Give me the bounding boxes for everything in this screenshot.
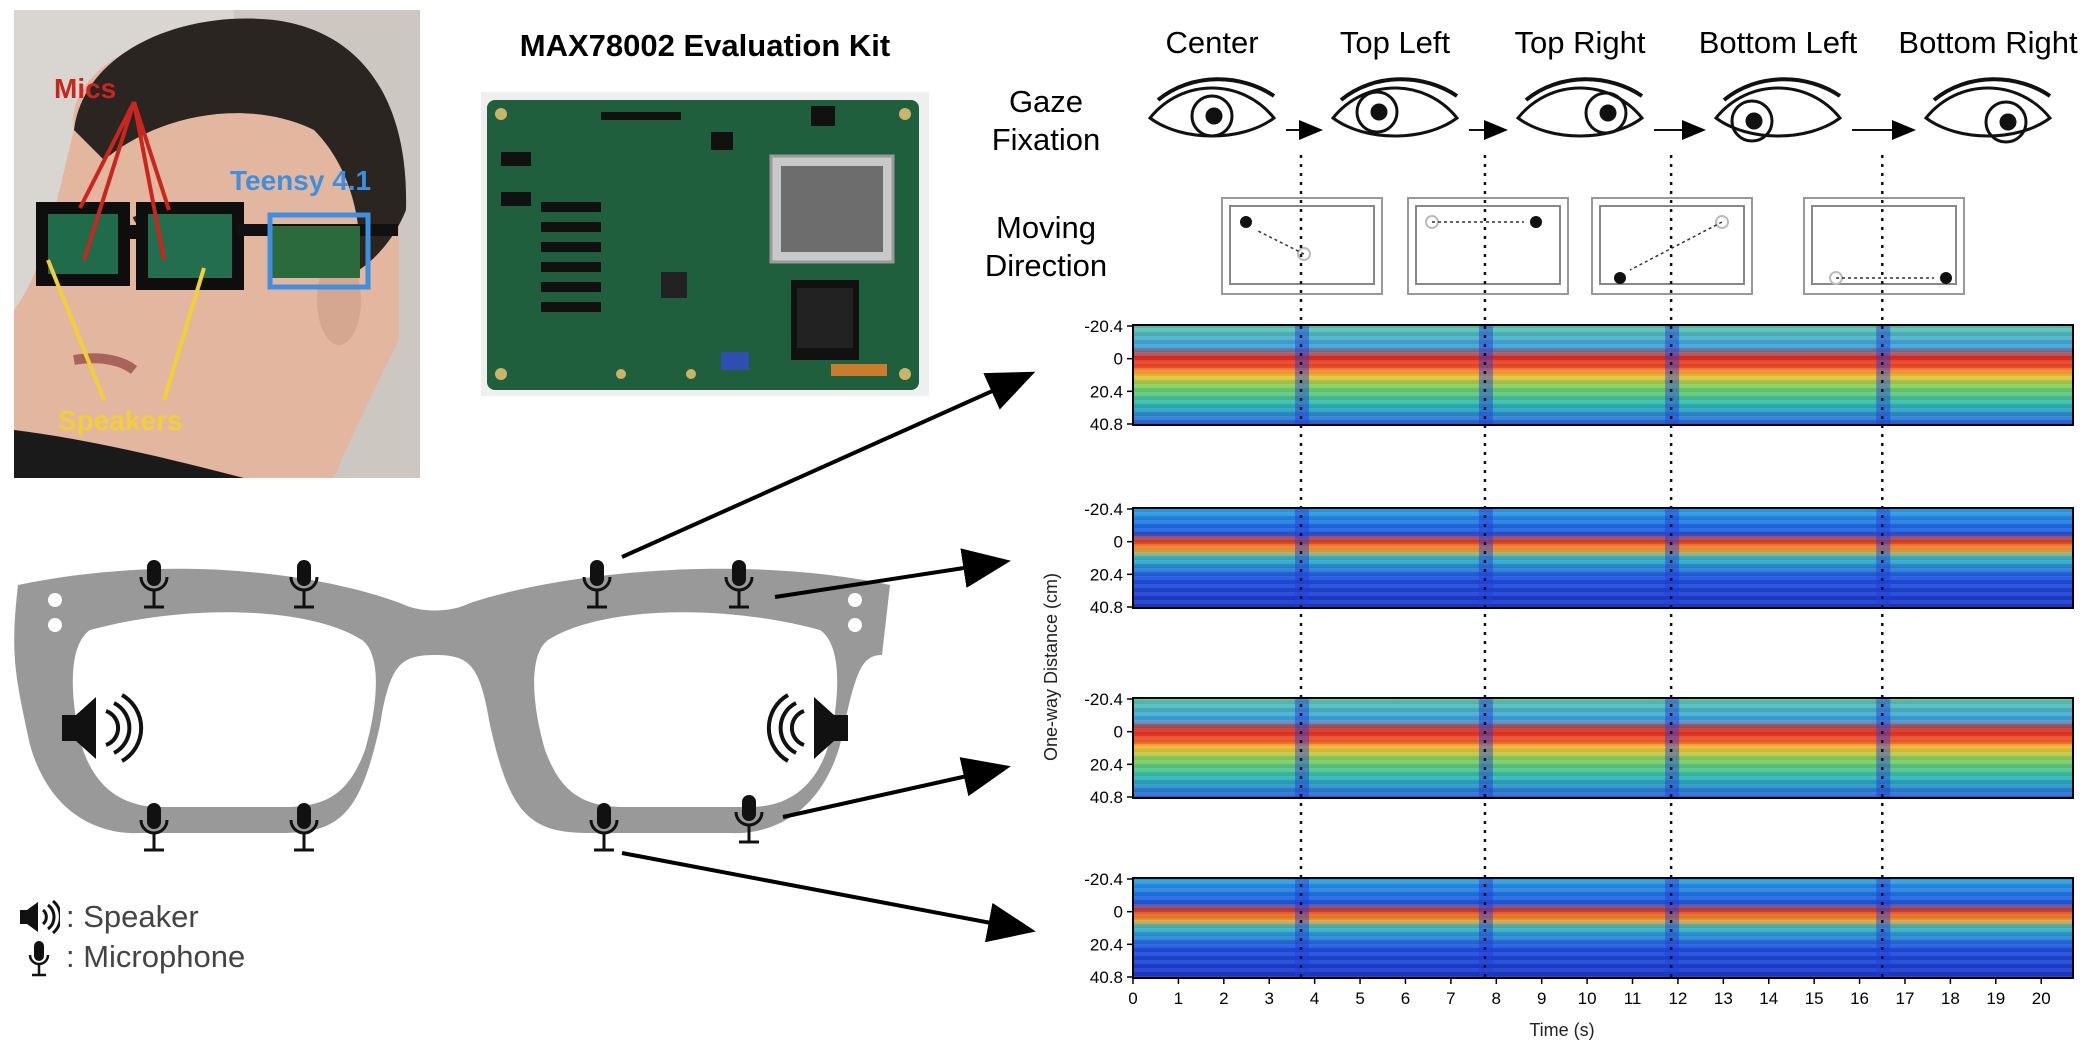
- x-tick-label: 6: [1401, 989, 1410, 1008]
- y-tick-label: 20.4: [1090, 935, 1123, 954]
- eye-icon: [1923, 77, 2053, 144]
- x-tick-label: 11: [1624, 989, 1642, 1008]
- x-tick-label: 2: [1219, 989, 1228, 1008]
- moving-row-label: Moving: [996, 210, 1096, 245]
- microphone-icon: [582, 560, 612, 609]
- microphone-icon: [289, 803, 319, 852]
- legend: : Speaker : Microphone: [18, 895, 338, 985]
- x-tick-label: 20: [2032, 989, 2051, 1008]
- y-tick-label: 20.4: [1090, 565, 1123, 584]
- gaze-row-label: Gaze: [1009, 84, 1083, 119]
- x-tick-label: 16: [1850, 989, 1869, 1008]
- y-axis-title: One-way Distance (cm): [1041, 573, 1061, 761]
- spectrogram-panel: -20.4 0 20.4 40.8: [1084, 317, 2074, 434]
- eye-icon: [1330, 77, 1460, 138]
- x-tick-label: 19: [1986, 989, 2005, 1008]
- microphone-icon: [139, 560, 169, 609]
- x-tick-label: 4: [1310, 989, 1319, 1008]
- legend-speaker-label: : Speaker: [66, 899, 199, 934]
- speaker-icon: [766, 693, 848, 763]
- x-tick-label: 8: [1492, 989, 1501, 1008]
- prototype-photo: Mics Teensy 4.1 Speakers: [14, 10, 420, 478]
- microphone-icon: [289, 560, 319, 609]
- x-tick-label: 15: [1805, 989, 1824, 1008]
- y-tick-label: 0: [1114, 533, 1123, 552]
- spectrogram-panel: -20.4 0 20.4 40.8: [1084, 690, 2074, 807]
- y-tick-label: -20.4: [1084, 317, 1123, 336]
- y-tick-label: -20.4: [1084, 870, 1123, 889]
- gaze-column-label: Top Right: [1515, 25, 1646, 60]
- eye-icon: [1147, 77, 1277, 138]
- y-tick-label: -20.4: [1084, 690, 1123, 709]
- screen-diagram: [1803, 197, 1965, 295]
- x-tick-label: 18: [1941, 989, 1960, 1008]
- x-tick-label: 12: [1668, 989, 1687, 1008]
- moving-row-label: Direction: [985, 248, 1107, 283]
- y-tick-label: 40.8: [1090, 968, 1123, 987]
- gaze-column-label: Bottom Left: [1699, 25, 1858, 60]
- y-tick-label: 40.8: [1090, 788, 1123, 807]
- speaker-icon: [62, 693, 144, 763]
- eye-icon: [1713, 77, 1843, 143]
- y-tick-label: 20.4: [1090, 382, 1123, 401]
- arrow: [621, 371, 1036, 559]
- gaze-column-label: Bottom Right: [1898, 25, 2078, 60]
- x-tick-label: 9: [1537, 989, 1546, 1008]
- x-tick-label: 0: [1128, 989, 1137, 1008]
- microphone-icon: [724, 560, 754, 609]
- x-tick-label: 13: [1714, 989, 1733, 1008]
- legend-microphone-label: : Microphone: [66, 939, 246, 974]
- microphone-icon: [734, 795, 764, 844]
- x-tick-label: 7: [1446, 989, 1455, 1008]
- x-tick-label: 17: [1896, 989, 1915, 1008]
- gaze-column-label: Center: [1165, 25, 1258, 60]
- gaze-spectrogram-figure: Center Top Left Top Right Bottom Left Bo…: [985, 25, 2078, 1040]
- spectrogram-panel: -20.4 0 20.4 40.8: [1084, 870, 2074, 987]
- x-tick-label: 14: [1759, 989, 1778, 1008]
- speakers-label: Speakers: [58, 405, 183, 436]
- gaze-row-label: Fixation: [992, 122, 1101, 157]
- y-tick-label: 0: [1114, 350, 1123, 369]
- mics-label: Mics: [54, 73, 116, 104]
- x-tick-label: 10: [1578, 989, 1597, 1008]
- y-tick-label: 0: [1114, 723, 1123, 742]
- teensy-label: Teensy 4.1: [230, 165, 371, 196]
- x-tick-label: 5: [1355, 989, 1364, 1008]
- y-tick-label: 20.4: [1090, 755, 1123, 774]
- eye-icon: [1515, 77, 1645, 138]
- microphone-icon: [589, 803, 619, 852]
- spectrogram-panel: -20.4 0 20.4 40.8: [1084, 500, 2074, 617]
- eval-board-photo: [481, 92, 929, 396]
- y-tick-label: 40.8: [1090, 598, 1123, 617]
- microphone-icon: [139, 803, 169, 852]
- y-tick-label: 0: [1114, 903, 1123, 922]
- microphone-icon: [28, 941, 50, 977]
- glasses-schematic: [14, 560, 891, 852]
- kit-title: MAX78002 Evaluation Kit: [519, 28, 891, 63]
- x-tick-label: 3: [1264, 989, 1273, 1008]
- speaker-icon: [20, 899, 60, 935]
- y-tick-label: 40.8: [1090, 415, 1123, 434]
- gaze-column-label: Top Left: [1340, 25, 1451, 60]
- y-tick-label: -20.4: [1084, 500, 1123, 519]
- x-axis-title: Time (s): [1529, 1020, 1594, 1040]
- x-tick-label: 1: [1174, 989, 1183, 1008]
- screen-diagram: [1407, 197, 1569, 295]
